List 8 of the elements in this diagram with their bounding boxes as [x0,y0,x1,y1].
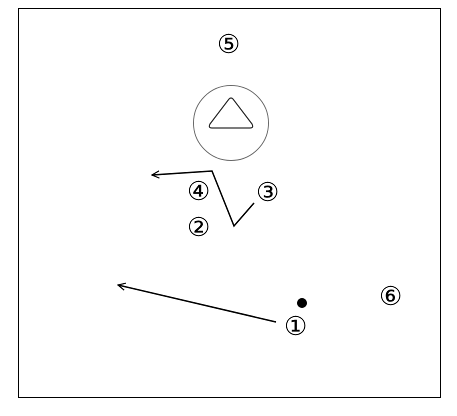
movement-arrow [117,282,276,323]
movement-arrow [151,170,255,228]
player-number: ③ [256,180,284,206]
player-number: ④ [187,179,215,205]
player-number: ⑥ [379,284,407,310]
player-number: ① [284,314,312,340]
player-number: ⑤ [217,32,245,58]
player-number: ② [187,215,215,241]
